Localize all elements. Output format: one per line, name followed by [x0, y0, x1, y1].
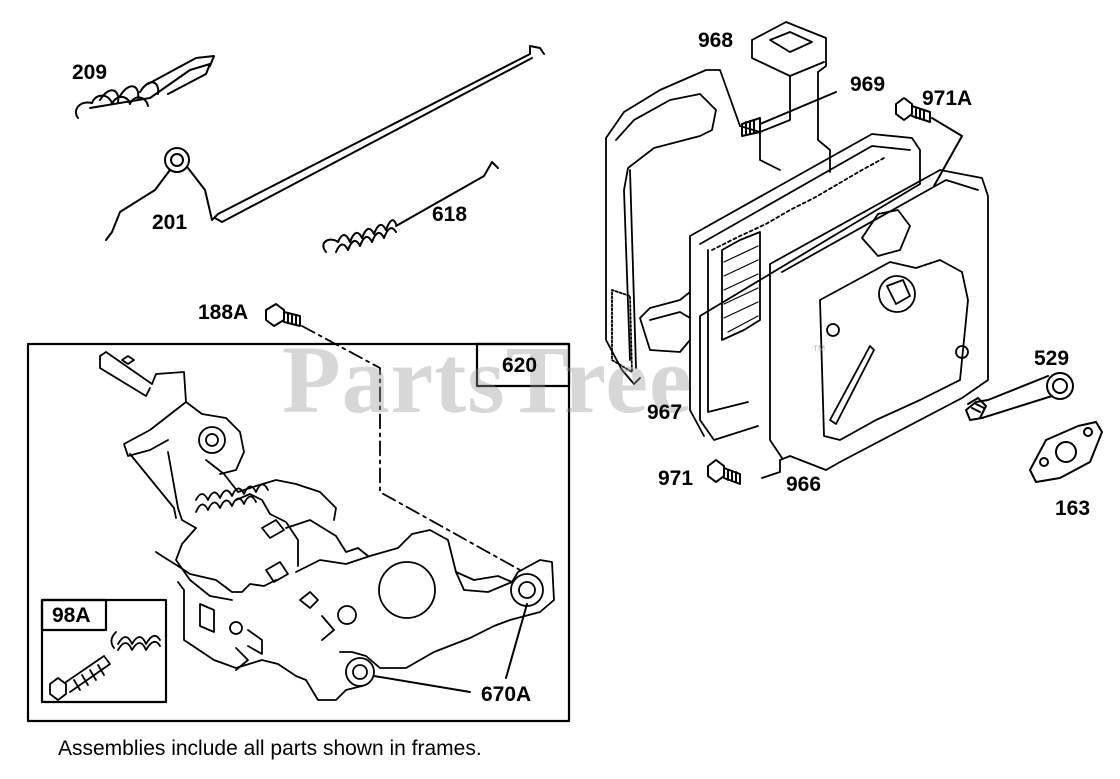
frame-620-tag-box [475, 342, 571, 388]
callout-201[interactable]: 201 [152, 211, 188, 234]
leader-670A-b [373, 675, 471, 693]
part-971A-screw [895, 97, 963, 187]
part-188A-screw [265, 303, 301, 327]
part-969-stud [741, 91, 837, 137]
part-529-breather-tube [965, 372, 1074, 421]
part-209-spring-clip [74, 55, 215, 119]
frame-620-label: 620 [502, 354, 538, 377]
callout-670A[interactable]: 670A [481, 683, 532, 706]
callout-969[interactable]: 969 [850, 73, 886, 96]
callout-209[interactable]: 209 [72, 61, 108, 84]
part-618-governor-spring [322, 161, 499, 253]
trademark-symbol: ™ [812, 342, 826, 358]
part-620-control-bracket [99, 351, 555, 701]
assembly-leader-line [301, 325, 521, 571]
callout-188A[interactable]: 188A [198, 301, 249, 324]
frame-98A-label: 98A [52, 604, 91, 627]
assemblies-caption: Assemblies include all parts shown in fr… [58, 737, 482, 760]
part-966-cover [761, 169, 989, 479]
callout-966[interactable]: 966 [786, 473, 822, 496]
leader-670A-a [505, 603, 528, 679]
callout-163[interactable]: 163 [1055, 497, 1091, 520]
frame-620 [26, 342, 571, 723]
callout-529[interactable]: 529 [1034, 347, 1070, 370]
part-163-gasket [1029, 421, 1103, 483]
frame-98A-tag-box [40, 598, 108, 632]
callout-618[interactable]: 618 [432, 203, 468, 226]
part-201-governor-rod [105, 45, 545, 241]
callout-971A[interactable]: 971A [922, 87, 973, 110]
callout-967[interactable]: 967 [647, 401, 683, 424]
part-98A-screw-and-spring [49, 631, 161, 701]
part-967-filter [689, 133, 921, 441]
callout-971[interactable]: 971 [658, 467, 694, 490]
part-971-screw [707, 459, 741, 485]
callout-968[interactable]: 968 [698, 29, 734, 52]
watermark: PartsTree [282, 326, 693, 433]
